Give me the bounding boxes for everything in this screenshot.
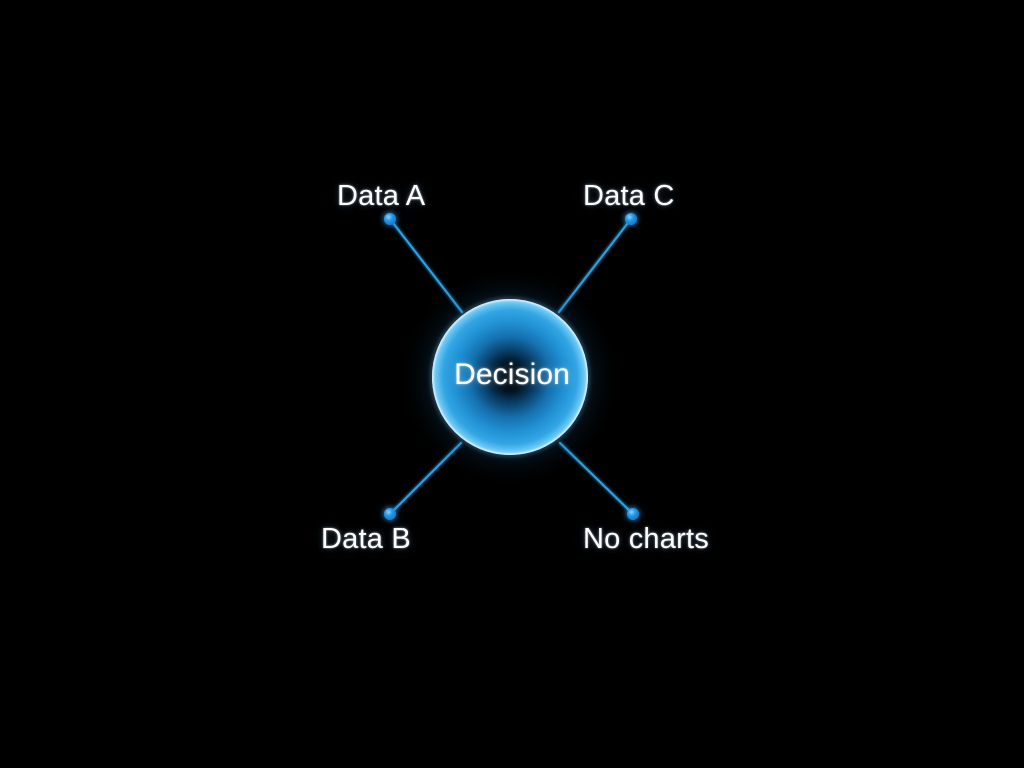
- endpoint-dot-data-c[interactable]: [625, 213, 637, 225]
- center-node-rim-glow: [431, 298, 589, 456]
- node-label-data-b: Data B: [321, 523, 411, 555]
- node-label-no-charts: No charts: [583, 523, 709, 555]
- endpoint-dot-no-charts[interactable]: [627, 508, 639, 520]
- endpoint-dot-data-b[interactable]: [384, 508, 396, 520]
- endpoint-dot-data-a[interactable]: [384, 213, 396, 225]
- node-label-data-c: Data C: [583, 180, 675, 212]
- center-node-sphere[interactable]: [432, 299, 588, 455]
- endpoint-dots: [384, 213, 639, 520]
- node-label-data-a: Data A: [337, 180, 426, 212]
